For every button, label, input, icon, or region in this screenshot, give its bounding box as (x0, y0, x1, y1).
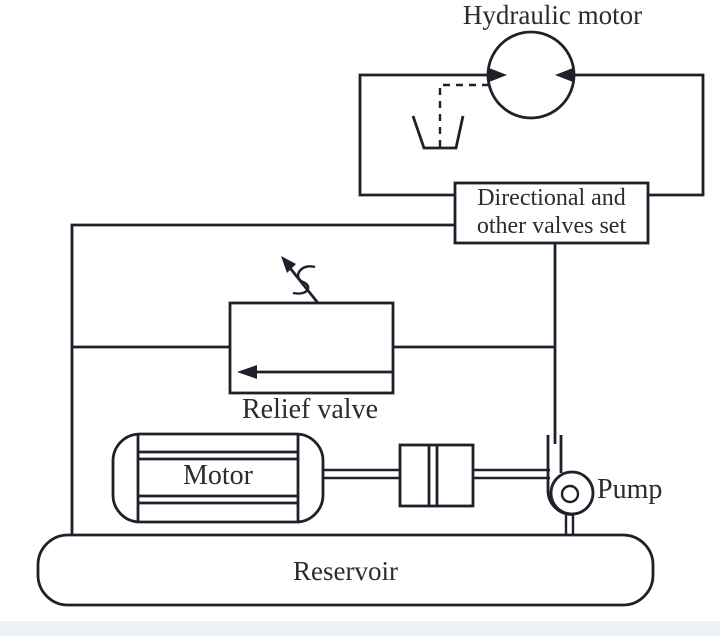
hydraulic-motor-label: Hydraulic motor (462, 0, 643, 30)
relief-valve-adjust-arrow-icon (281, 256, 320, 304)
electric-motor-symbol (111, 432, 325, 524)
coupling-symbol (398, 443, 475, 508)
page-bottom-band (0, 621, 720, 636)
reservoir-label: Reservoir (293, 556, 398, 586)
pipe-left-main-line (70, 223, 455, 536)
pipe-right-supply-loop (571, 73, 705, 197)
relief-valve-label: Relief valve (241, 394, 379, 425)
directional-valves-label-line2: other valves set (476, 213, 627, 239)
motor-label: Motor (183, 460, 253, 491)
drain-funnel-icon (411, 115, 465, 150)
hydraulic-motor-symbol (486, 30, 576, 120)
pipe-left-return-loop (358, 73, 492, 197)
motor-shaft (322, 468, 550, 480)
directional-valves-box (453, 181, 650, 245)
relief-valve-flow-arrow-icon (237, 365, 257, 379)
relief-valve-box (228, 301, 395, 395)
pump-suction-pipe (564, 514, 575, 535)
flow-arrow-left-icon (489, 68, 507, 82)
relief-valve-spring-icon (292, 265, 316, 295)
pump-symbol (546, 435, 595, 516)
flow-arrow-right-icon (555, 68, 573, 82)
reservoir-symbol (36, 533, 655, 607)
drain-dashed-line (438, 83, 489, 151)
directional-valves-label-line1: Directional and (477, 185, 626, 211)
pump-label: Pump (597, 474, 663, 505)
